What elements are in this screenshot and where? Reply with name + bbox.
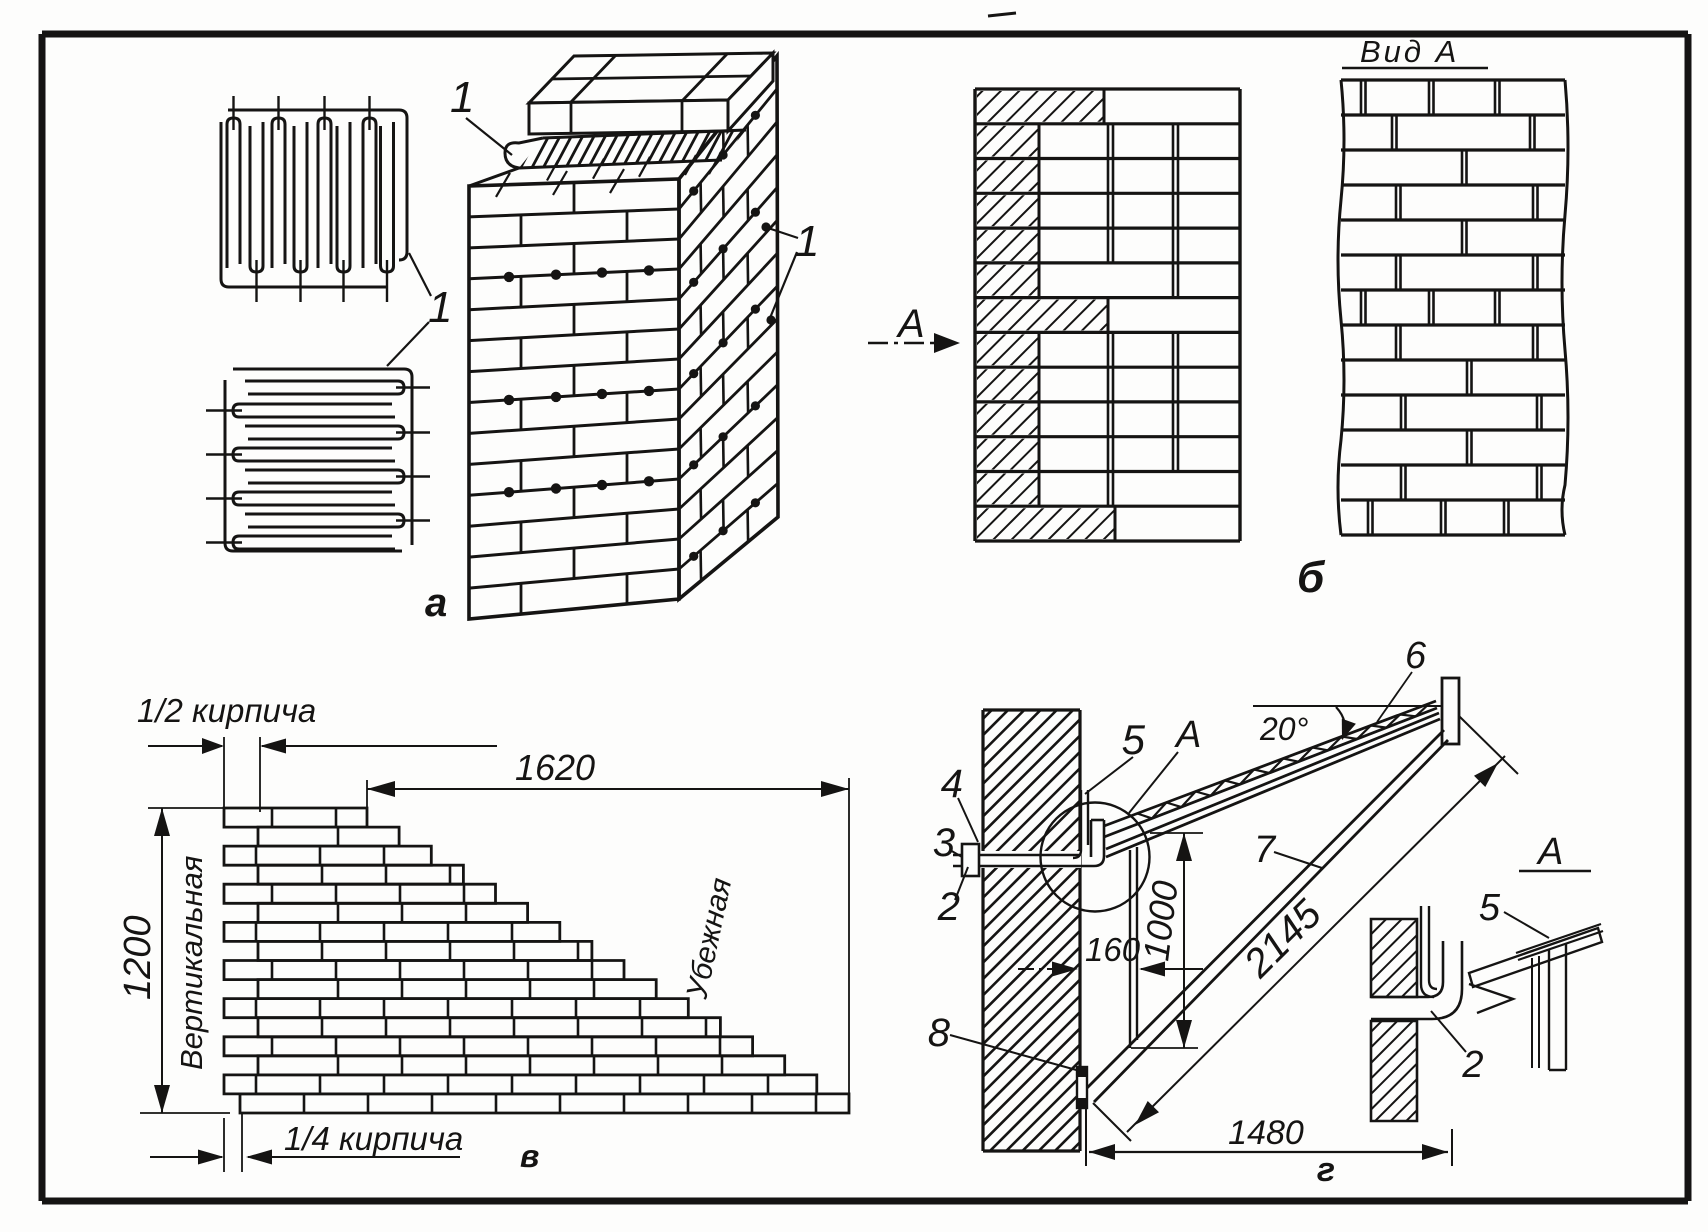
svg-text:А: А — [1174, 714, 1201, 756]
svg-text:4: 4 — [941, 762, 963, 806]
svg-text:3: 3 — [933, 821, 955, 865]
svg-text:7: 7 — [1254, 829, 1277, 871]
svg-text:в: в — [520, 1138, 539, 1174]
svg-text:160: 160 — [1085, 931, 1141, 968]
svg-text:1620: 1620 — [515, 747, 595, 788]
svg-text:1: 1 — [450, 73, 474, 122]
svg-text:5: 5 — [1479, 887, 1501, 929]
svg-text:А: А — [896, 302, 925, 346]
svg-text:Вертикальная: Вертикальная — [174, 856, 209, 1070]
svg-text:20°: 20° — [1259, 711, 1309, 747]
svg-text:8: 8 — [928, 1011, 951, 1055]
svg-text:б: б — [1297, 553, 1326, 602]
svg-text:А: А — [1536, 831, 1563, 873]
svg-text:1/2 кирпича: 1/2 кирпича — [137, 692, 316, 729]
svg-text:2: 2 — [1461, 1044, 1483, 1086]
svg-text:г: г — [1317, 1151, 1335, 1189]
svg-text:6: 6 — [1405, 635, 1427, 677]
svg-text:1480: 1480 — [1228, 1114, 1304, 1152]
svg-text:5: 5 — [1122, 716, 1146, 763]
svg-text:1200: 1200 — [117, 915, 159, 1000]
svg-text:1000: 1000 — [1135, 878, 1185, 962]
svg-text:а: а — [425, 581, 447, 625]
svg-text:Вид А: Вид А — [1360, 34, 1459, 69]
svg-text:1/4 кирпича: 1/4 кирпича — [284, 1120, 463, 1157]
svg-text:2: 2 — [937, 885, 960, 929]
svg-text:1: 1 — [795, 217, 819, 266]
svg-text:1: 1 — [428, 283, 452, 332]
